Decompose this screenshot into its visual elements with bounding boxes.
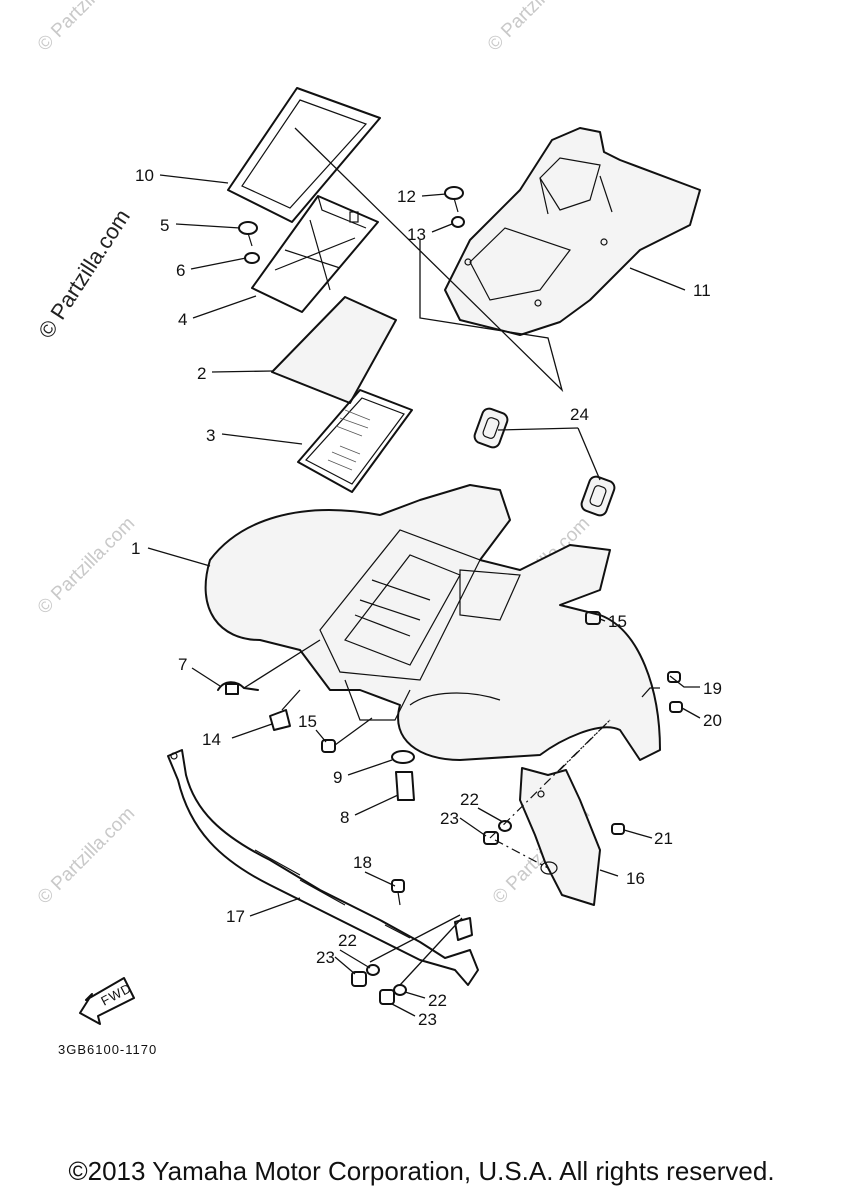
leader-lines	[147, 127, 701, 1017]
part-24-grommet	[473, 407, 509, 449]
part-9-clamp	[391, 750, 415, 764]
callout-2: 2	[197, 364, 206, 383]
part-20-bolt	[669, 701, 683, 713]
part-1-rear-fender	[204, 484, 661, 761]
part-8-drain-cap	[395, 771, 415, 801]
part-5-screw	[238, 221, 258, 247]
part-2-air-filter-element	[271, 296, 397, 404]
watermark-layer: © Partzilla.com © Partzilla.com © Partzi…	[33, 0, 594, 909]
watermark-text: © Partzilla.com	[34, 0, 139, 56]
callout-18: 18	[353, 853, 372, 872]
watermark-text: © Partzilla.com	[33, 205, 135, 343]
part-24-grommet	[580, 475, 616, 517]
callout-3: 3	[206, 426, 215, 445]
part-22-washer	[366, 964, 380, 976]
callout-24: 24	[570, 405, 589, 424]
callout-1: 1	[131, 539, 140, 558]
callout-labels: 10 5 6 4 2 3 12 13 11 24 1 15 7 14 15 9 …	[131, 166, 722, 1029]
fwd-label: FWD	[98, 980, 134, 1009]
part-18-bolt	[391, 879, 405, 906]
part-19-bolt	[667, 671, 681, 683]
part-17-guard-bar	[167, 749, 479, 986]
part-22-washer	[393, 984, 407, 996]
callout-23: 23	[418, 1010, 437, 1029]
part-23-nut	[483, 831, 499, 845]
part-15-bolt	[321, 739, 336, 753]
callout-15: 15	[608, 612, 627, 631]
callout-7: 7	[178, 655, 187, 674]
part-15-bolt	[585, 611, 601, 625]
callout-20: 20	[703, 711, 722, 730]
callout-5: 5	[160, 216, 169, 235]
part-4-element-holder	[251, 195, 379, 313]
callout-11: 11	[693, 281, 711, 300]
part-23-nut	[351, 971, 367, 987]
callout-22: 22	[428, 991, 447, 1010]
fwd-arrow-icon: FWD	[79, 977, 135, 1025]
callout-13: 13	[407, 225, 426, 244]
part-23-nut	[379, 989, 395, 1005]
part-13-washer	[451, 216, 465, 228]
part-7-hose	[217, 681, 259, 695]
callout-6: 6	[176, 261, 185, 280]
part-10-gasket	[227, 87, 381, 223]
part-3-screen	[297, 389, 413, 493]
callout-16: 16	[626, 869, 645, 888]
callout-21: 21	[654, 829, 673, 848]
callout-14: 14	[202, 730, 221, 749]
callout-19: 19	[703, 679, 722, 698]
copyright-notice: ©2013 Yamaha Motor Corporation, U.S.A. A…	[68, 1156, 775, 1186]
callout-23: 23	[440, 809, 459, 828]
callout-10: 10	[135, 166, 154, 185]
callout-9: 9	[333, 768, 342, 787]
part-22-washer	[498, 820, 512, 832]
callout-4: 4	[178, 310, 187, 329]
callout-22: 22	[460, 790, 479, 809]
callout-17: 17	[226, 907, 245, 926]
callout-23: 23	[316, 948, 335, 967]
callout-22: 22	[338, 931, 357, 950]
callout-15: 15	[298, 712, 317, 731]
part-12-screw	[444, 186, 464, 213]
callout-12: 12	[397, 187, 416, 206]
watermark-text: © Partzilla.com	[34, 803, 139, 908]
part-6-washer	[244, 252, 260, 264]
part-21-bolt	[611, 823, 625, 835]
part-11-rear-cover	[444, 127, 701, 336]
part-14-clip	[269, 709, 291, 731]
diagram-code: 3GB6100-1170	[58, 1042, 157, 1057]
watermark-text: © Partzilla.com	[34, 513, 139, 618]
watermark-text: © Partzilla.com	[484, 0, 589, 56]
callout-8: 8	[340, 808, 349, 827]
